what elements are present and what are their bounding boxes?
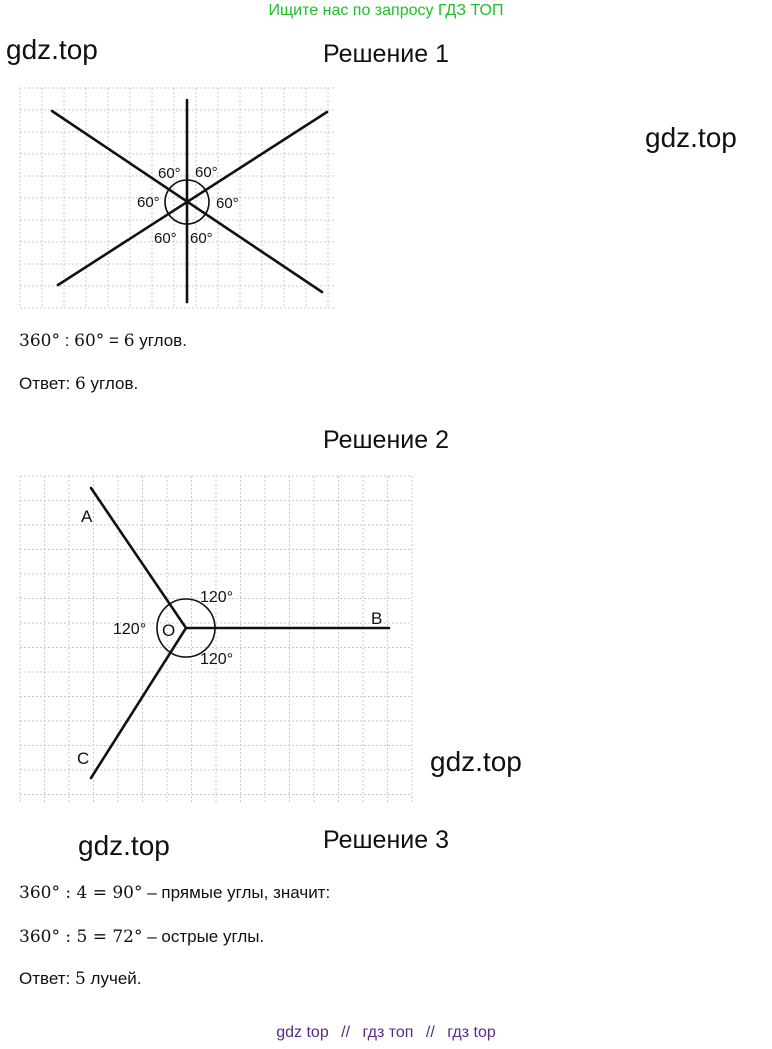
- solution-3-answer: Ответ: 5 лучей.: [19, 969, 142, 989]
- footer-link[interactable]: гдз top: [447, 1024, 496, 1041]
- watermark-logo: gdz.top: [78, 830, 170, 861]
- solution-2-title: Решение 2: [323, 426, 449, 454]
- solution-3-line-2: 360° : 5 = 72° – острые углы.: [19, 927, 265, 947]
- solution-3-title: Решение 3: [323, 826, 449, 854]
- footer-link[interactable]: gdz top: [276, 1024, 329, 1041]
- angle-arc: [164, 179, 210, 225]
- watermark-logo: gdz.top: [645, 122, 737, 153]
- ray-oa: [89, 486, 188, 630]
- angle-label: 120°: [200, 589, 233, 606]
- point-label-c: C: [77, 749, 89, 768]
- solution-1-diagram: 60° 60° 60° 60° 60° 60°: [19, 87, 335, 309]
- solution-2-diagram: 120° 120° 120° A B C O: [19, 475, 413, 802]
- angle-label: 60°: [216, 195, 239, 212]
- point-label-b: B: [371, 609, 382, 628]
- angle-label: 120°: [200, 651, 233, 668]
- solution-1-title: Решение 1: [323, 40, 449, 68]
- solution-1-calculation: 360° : 60° = 6 углов.: [19, 331, 187, 351]
- angle-label: 60°: [195, 164, 218, 181]
- footer-links: gdz top // гдз топ // гдз top: [0, 1024, 772, 1042]
- footer-separator: //: [341, 1024, 351, 1041]
- solution-3-line-1: 360° : 4 = 90° – прямые углы, значит:: [19, 883, 331, 903]
- angle-label: 60°: [190, 230, 213, 247]
- angle-label: 60°: [154, 230, 177, 247]
- angle-label: 60°: [158, 165, 181, 182]
- watermark-logo: gdz.top: [430, 746, 522, 777]
- angle-label: 60°: [137, 194, 160, 211]
- point-label-o: O: [162, 621, 175, 640]
- angle-arc: [156, 598, 216, 658]
- ray-line: [56, 110, 329, 287]
- solution-1-answer: Ответ: 6 углов.: [19, 374, 139, 394]
- search-banner: Ищите нас по запросу ГДЗ ТОП: [268, 2, 504, 19]
- angle-label: 120°: [113, 621, 146, 638]
- ray-oc: [89, 626, 188, 780]
- watermark-logo: gdz.top: [6, 34, 98, 65]
- point-label-a: A: [81, 507, 93, 526]
- footer-link[interactable]: гдз топ: [362, 1024, 414, 1041]
- footer-separator: //: [425, 1024, 435, 1041]
